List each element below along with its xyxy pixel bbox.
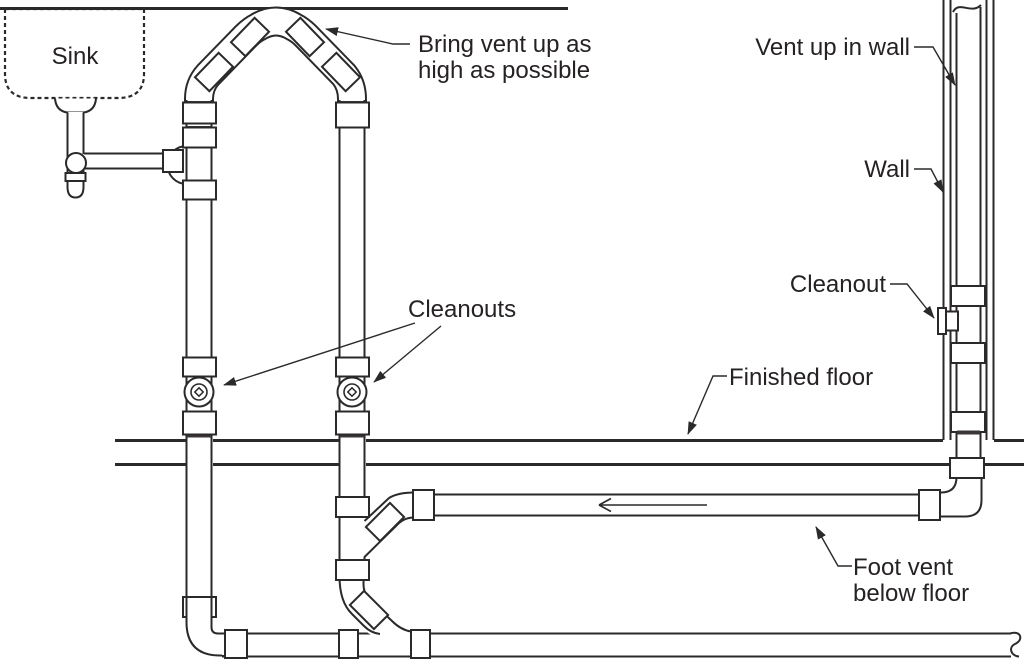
arch-coupling-4	[320, 51, 362, 93]
sink-drain-trap	[54, 98, 184, 199]
pipe-break-symbol	[952, 4, 982, 13]
arch-coupling-1	[193, 51, 235, 93]
left-vent-pipe	[166, 100, 213, 608]
foot-vent-pipe	[428, 493, 922, 517]
cleanout-middle	[336, 376, 368, 408]
cleanout-plug-diamond	[346, 386, 358, 398]
wall-pipe-coupling-below-floor	[949, 457, 985, 479]
sink-drain-hub	[54, 98, 97, 114]
label-wall: Wall	[864, 156, 910, 183]
leader-cleanouts-right	[373, 325, 442, 383]
wall-pipe-coupling	[950, 411, 986, 433]
arch-coupling-2	[229, 16, 271, 58]
cleanout-left	[183, 376, 215, 408]
label-finished-floor: Finished floor	[729, 364, 873, 391]
leader-vent-up-in-wall	[914, 46, 956, 86]
sink-label: Sink	[52, 43, 100, 70]
middle-pipe-bottom-bend	[338, 575, 412, 637]
annotations: Bring vent up as high as possible Vent u…	[223, 27, 969, 607]
sink-outline	[3, 9, 146, 100]
wall-pipe-coupling	[950, 342, 986, 364]
leader-cleanout	[890, 283, 935, 319]
trap-ball-joint	[65, 152, 87, 174]
leader-bring-vent	[325, 27, 410, 45]
flow-direction-arrow-left	[598, 497, 707, 513]
sink: Sink	[3, 7, 146, 100]
label-foot-vent-line1: Foot vent	[853, 554, 953, 581]
label-bring-vent-line2: high as possible	[418, 57, 590, 84]
drain-couplings	[224, 629, 431, 659]
leader-finished-floor	[687, 375, 727, 435]
vent-arch	[184, 6, 367, 114]
wall-vent-pipe	[918, 4, 986, 521]
wye-branch-coupling	[364, 501, 406, 543]
wall-studs	[942, 0, 995, 440]
label-cleanout: Cleanout	[790, 271, 886, 298]
foot-vent-wye-branch	[360, 489, 416, 560]
arm-coupling	[162, 149, 184, 173]
leader-wall	[914, 168, 944, 193]
wall-pipe-coupling	[950, 285, 986, 307]
left-pipe-bottom-elbow	[185, 598, 230, 657]
foot-vent-right-coupling	[918, 489, 941, 521]
finished-floor-lines	[115, 439, 1024, 466]
trap-cap	[66, 180, 85, 199]
middle-pipe-couplings	[335, 101, 370, 581]
label-foot-vent-line2: below floor	[853, 580, 969, 607]
trap-flange	[64, 172, 87, 182]
label-bring-vent-line1: Bring vent up as	[418, 31, 591, 58]
arch-coupling-3	[284, 16, 326, 58]
cleanout-plug-plate	[937, 307, 947, 335]
leader-foot-vent	[815, 526, 852, 567]
bend-coupling	[348, 589, 390, 631]
foot-vent-left-coupling	[412, 489, 435, 521]
label-cleanouts: Cleanouts	[408, 296, 516, 323]
leader-cleanouts-left	[223, 322, 416, 386]
cleanout-plug-diamond	[193, 386, 205, 398]
label-vent-up-in-wall: Vent up in wall	[755, 34, 910, 61]
pipe-break-symbol	[1009, 631, 1022, 658]
